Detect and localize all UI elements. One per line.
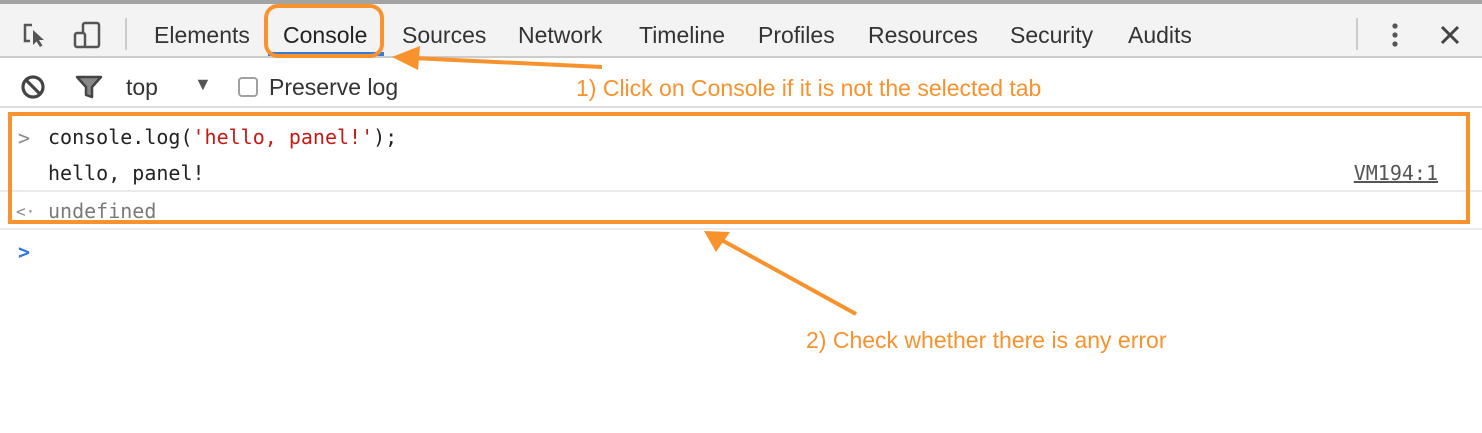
preserve-log-label[interactable]: Preserve log <box>269 74 399 100</box>
toolbar-divider <box>125 18 127 50</box>
console-log-row: hello, panel! VM194:1 <box>0 154 1482 192</box>
tab-resources[interactable]: Resources <box>868 22 978 48</box>
tab-security[interactable]: Security <box>1010 22 1094 48</box>
tab-network[interactable]: Network <box>518 22 603 48</box>
context-selector[interactable]: top <box>126 74 158 100</box>
input-prompt-icon: > <box>18 126 31 150</box>
console-tab-highlight <box>264 4 384 58</box>
console-output-highlight <box>8 112 1470 224</box>
more-vertical-icon[interactable] <box>1380 20 1410 50</box>
tab-timeline[interactable]: Timeline <box>639 22 726 48</box>
inspect-element-icon[interactable] <box>20 20 50 50</box>
console-prompt-row[interactable]: > <box>0 232 1482 270</box>
tab-audits[interactable]: Audits <box>1128 22 1192 48</box>
console-input-row: > console.log('hello, panel!'); <box>0 118 1482 156</box>
toolbar-divider-right <box>1356 18 1358 50</box>
filter-icon[interactable] <box>74 72 104 102</box>
tab-sources[interactable]: Sources <box>402 22 487 48</box>
console-result-row: <· undefined <box>0 192 1482 230</box>
log-message: hello, panel! <box>48 161 205 185</box>
preserve-log-checkbox[interactable] <box>238 77 258 97</box>
chevron-down-icon[interactable]: ▼ <box>194 74 212 94</box>
device-toolbar-icon[interactable] <box>72 20 102 50</box>
tab-profiles[interactable]: Profiles <box>758 22 835 48</box>
close-icon[interactable] <box>1435 20 1465 50</box>
tab-console[interactable]: Console <box>283 22 368 48</box>
result-value: undefined <box>48 199 157 223</box>
devtools-tabbar: Elements Console Sources Network Timelin… <box>0 0 1482 58</box>
clear-console-icon[interactable] <box>18 72 48 102</box>
tab-elements[interactable]: Elements <box>154 22 250 48</box>
annotation-step-1: 1) Click on Console if it is not the sel… <box>576 75 1042 101</box>
console-output: > console.log('hello, panel!'); hello, p… <box>0 108 1482 433</box>
console-command: console.log('hello, panel!'); <box>48 125 398 149</box>
console-toolbar: top ▼ Preserve log <box>0 58 1482 108</box>
result-arrow-icon: <· <box>16 202 36 221</box>
source-link[interactable]: VM194:1 <box>1353 161 1438 185</box>
active-prompt-icon: > <box>18 240 31 264</box>
annotation-step-2: 2) Check whether there is any error <box>806 327 1167 353</box>
